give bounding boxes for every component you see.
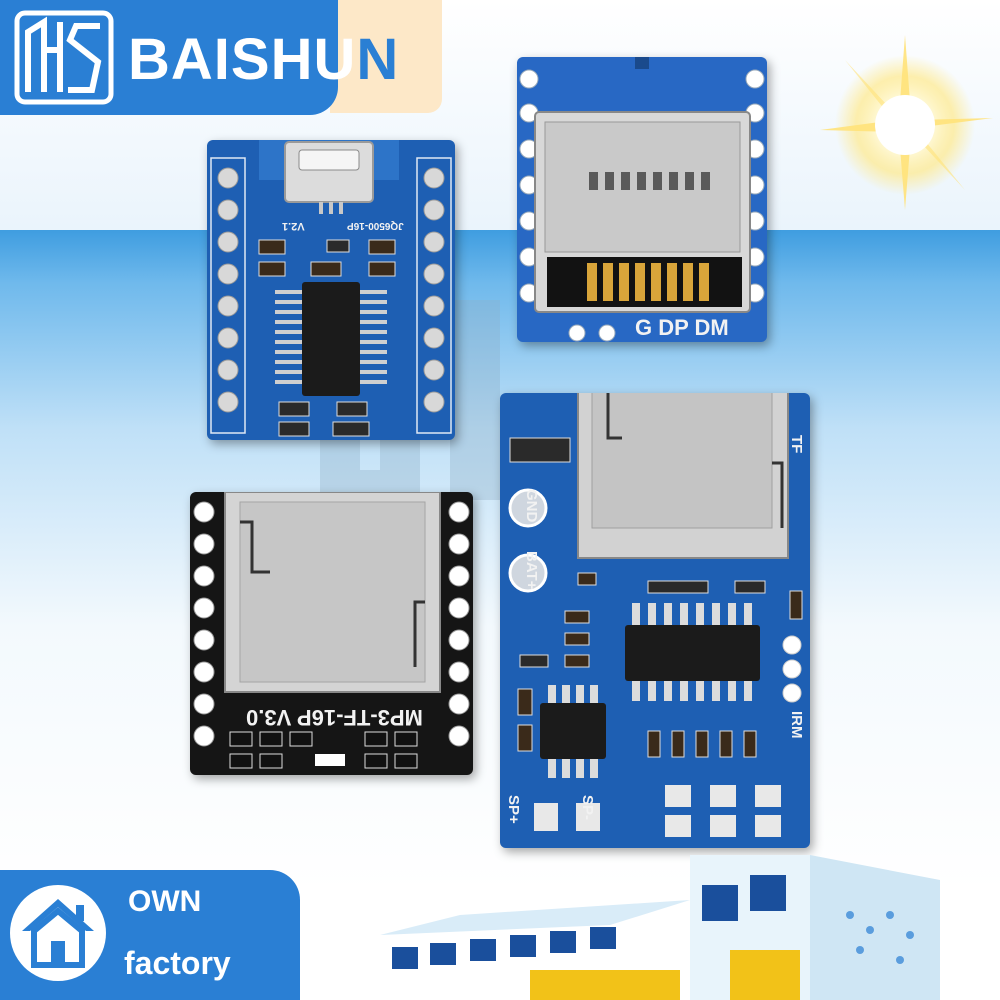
module-jq6500-graphic: [210, 140, 452, 437]
module-jq6500: V2.1 JQ6500-16P: [207, 140, 455, 440]
module-tf-adapter-graphic: [519, 57, 765, 342]
module-jq6500-chip-label: JQ6500-16P: [347, 220, 404, 231]
logo-mark: [14, 10, 114, 105]
module-voice-player-graphic: [508, 393, 803, 837]
factory-illustration: [380, 855, 940, 1000]
label-irm: IRM: [788, 711, 805, 739]
label-gnd: GND: [523, 489, 540, 523]
label-bat: BAT+: [523, 551, 540, 590]
house-icon: [22, 899, 94, 968]
badge-line-own: OWN: [128, 885, 202, 918]
logo-accent: [330, 0, 442, 113]
house-icon-circle: [10, 885, 106, 981]
label-sp-plus: SP+: [505, 795, 522, 824]
module-mp3-tf-16p-label: MP3-TF-16P V3.0: [246, 705, 423, 730]
module-tf-adapter-pin-labels: G DP DM: [635, 315, 729, 340]
module-jq6500-version: V2.1: [282, 220, 305, 232]
label-sp-minus: SP-: [579, 795, 596, 821]
sun-icon: [820, 35, 993, 210]
module-mp3-tf-16p-graphic: [193, 492, 470, 769]
badge-line-factory: factory: [124, 945, 231, 981]
brand-logo: BAISHUN: [0, 0, 442, 115]
logo-background: [0, 0, 338, 115]
label-tf: TF: [788, 435, 805, 454]
brand-name: BAISHUN: [128, 27, 400, 92]
module-voice-player: GND BAT+ IRM SP+ SP- TF: [500, 393, 810, 848]
module-mp3-tf-16p: MP3-TF-16P V3.0: [190, 492, 473, 775]
module-tf-adapter: G DP DM: [517, 57, 767, 342]
